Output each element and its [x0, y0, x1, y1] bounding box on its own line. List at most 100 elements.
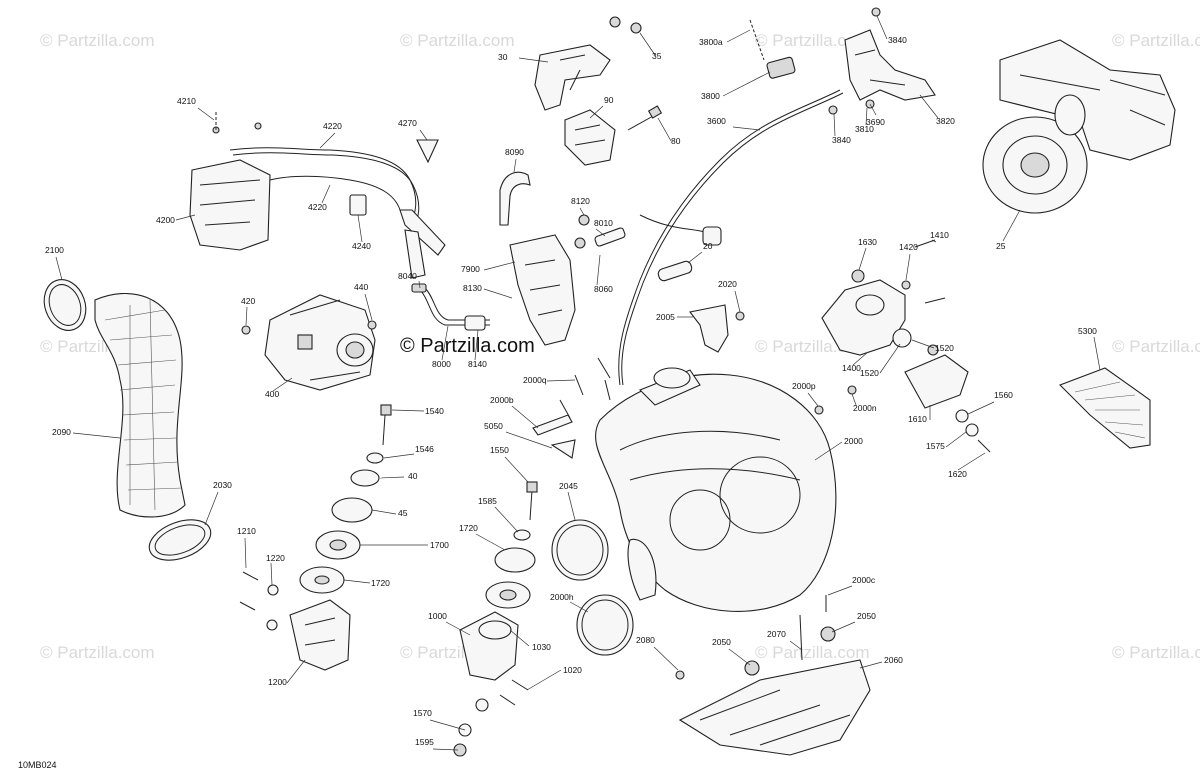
callout-3800[interactable]: 3800 — [701, 71, 771, 101]
callout-3840a[interactable]: 3840 — [876, 15, 907, 45]
callout-label[interactable]: 8010 — [594, 218, 613, 228]
callout-2080[interactable]: 2080 — [636, 635, 679, 671]
callout-label[interactable]: 5050 — [484, 421, 503, 431]
callout-8010[interactable]: 8010 — [594, 218, 613, 237]
callout-label[interactable]: 2020 — [718, 279, 737, 289]
callout-label[interactable]: 2070 — [767, 629, 786, 639]
callout-label[interactable]: 1560 — [994, 390, 1013, 400]
callout-label[interactable]: 1720 — [459, 523, 478, 533]
callout-5050[interactable]: 5050 — [484, 421, 553, 449]
callout-label[interactable]: 1610 — [908, 414, 927, 424]
callout-2000q[interactable]: 2000q — [523, 375, 576, 385]
callout-label[interactable]: 1410 — [930, 230, 949, 240]
callout-label[interactable]: 1420 — [899, 242, 918, 252]
callout-label[interactable]: 20 — [703, 241, 713, 251]
callout-2050a[interactable]: 2050 — [831, 611, 876, 633]
callout-label[interactable]: 4240 — [352, 241, 371, 251]
callout-label[interactable]: 1720 — [371, 578, 390, 588]
callout-label[interactable]: 2000b — [490, 395, 514, 405]
callout-2005[interactable]: 2005 — [656, 312, 693, 322]
callout-label[interactable]: 1030 — [532, 642, 551, 652]
callout-label[interactable]: 3840 — [888, 35, 907, 45]
callout-label[interactable]: 1210 — [237, 526, 256, 536]
callout-label[interactable]: 8060 — [594, 284, 613, 294]
callout-label[interactable]: 35 — [652, 51, 662, 61]
callout-4210[interactable]: 4210 — [177, 96, 215, 121]
callout-8040[interactable]: 8040 — [398, 271, 421, 289]
callout-8120[interactable]: 8120 — [571, 196, 590, 216]
callout-label[interactable]: 1585 — [478, 496, 497, 506]
callout-1520b[interactable]: 1520 — [860, 343, 901, 378]
callout-label[interactable]: 3600 — [707, 116, 726, 126]
callout-420[interactable]: 420 — [241, 296, 255, 326]
callout-label[interactable]: 3800a — [699, 37, 723, 47]
callout-3820[interactable]: 3820 — [919, 94, 955, 126]
callout-8000[interactable]: 8000 — [432, 325, 451, 369]
callout-1410[interactable]: 1410 — [930, 230, 949, 243]
callout-label[interactable]: 440 — [354, 282, 368, 292]
callout-1585[interactable]: 1585 — [478, 496, 519, 533]
callout-1550[interactable]: 1550 — [490, 445, 529, 483]
callout-1200[interactable]: 1200 — [268, 659, 306, 687]
callout-3600[interactable]: 3600 — [707, 116, 761, 131]
callout-label[interactable]: 2000q — [523, 375, 547, 385]
callout-2060[interactable]: 2060 — [859, 655, 903, 669]
callout-2000p[interactable]: 2000p — [792, 381, 819, 407]
callout-1210[interactable]: 1210 — [237, 526, 256, 569]
callout-label[interactable]: 2080 — [636, 635, 655, 645]
callout-440[interactable]: 440 — [354, 282, 373, 321]
callout-label[interactable]: 4220 — [323, 121, 342, 131]
callout-2000h[interactable]: 2000h — [550, 592, 589, 613]
callout-1400[interactable]: 1400 — [842, 351, 869, 373]
callout-label[interactable]: 1020 — [563, 665, 582, 675]
callout-1720a[interactable]: 1720 — [459, 523, 506, 551]
callout-8140[interactable]: 8140 — [468, 329, 487, 369]
callout-3690[interactable]: 3690 — [866, 103, 885, 127]
callout-1720b[interactable]: 1720 — [343, 578, 390, 588]
callout-label[interactable]: 2050 — [857, 611, 876, 621]
callout-8060[interactable]: 8060 — [594, 254, 613, 294]
callout-2050b[interactable]: 2050 — [712, 637, 751, 666]
callout-label[interactable]: 1595 — [415, 737, 434, 747]
callout-1630[interactable]: 1630 — [858, 237, 877, 271]
callout-5300[interactable]: 5300 — [1078, 326, 1101, 371]
callout-label[interactable]: 1400 — [842, 363, 861, 373]
callout-2000c[interactable]: 2000c — [827, 575, 876, 596]
callout-35[interactable]: 35 — [639, 32, 662, 61]
callout-label[interactable]: 2005 — [656, 312, 675, 322]
callout-7900[interactable]: 7900 — [461, 261, 516, 274]
callout-label[interactable]: 8120 — [571, 196, 590, 206]
callout-label[interactable]: 1620 — [948, 469, 967, 479]
callout-3800a[interactable]: 3800a — [699, 29, 751, 47]
callout-25[interactable]: 25 — [996, 209, 1021, 251]
callout-label[interactable]: 3820 — [936, 116, 955, 126]
callout-label[interactable]: 4270 — [398, 118, 417, 128]
callout-label[interactable]: 1570 — [413, 708, 432, 718]
callout-label[interactable]: 400 — [265, 389, 279, 399]
callout-label[interactable]: 2090 — [52, 427, 71, 437]
callout-label[interactable]: 3840 — [832, 135, 851, 145]
callout-label[interactable]: 8130 — [463, 283, 482, 293]
callout-400[interactable]: 400 — [265, 377, 293, 399]
callout-label[interactable]: 2000 — [844, 436, 863, 446]
callout-label[interactable]: 7900 — [461, 264, 480, 274]
callout-label[interactable]: 1000 — [428, 611, 447, 621]
callout-label[interactable]: 3690 — [866, 117, 885, 127]
callout-30[interactable]: 30 — [498, 52, 549, 63]
callout-8130[interactable]: 8130 — [463, 283, 513, 299]
callout-1220[interactable]: 1220 — [266, 553, 285, 586]
callout-label[interactable]: 1540 — [425, 406, 444, 416]
callout-label[interactable]: 4200 — [156, 215, 175, 225]
callout-label[interactable]: 4210 — [177, 96, 196, 106]
callout-2000[interactable]: 2000 — [814, 436, 863, 461]
callout-2090[interactable]: 2090 — [52, 427, 121, 439]
callout-2045[interactable]: 2045 — [559, 481, 578, 521]
callout-label[interactable]: 8040 — [398, 271, 417, 281]
callout-label[interactable]: 2000c — [852, 575, 876, 585]
callout-45[interactable]: 45 — [371, 508, 408, 518]
callout-4270[interactable]: 4270 — [398, 118, 428, 141]
callout-1560[interactable]: 1560 — [967, 390, 1013, 415]
callout-label[interactable]: 2060 — [884, 655, 903, 665]
callout-label[interactable]: 25 — [996, 241, 1006, 251]
callout-1540[interactable]: 1540 — [391, 406, 444, 416]
